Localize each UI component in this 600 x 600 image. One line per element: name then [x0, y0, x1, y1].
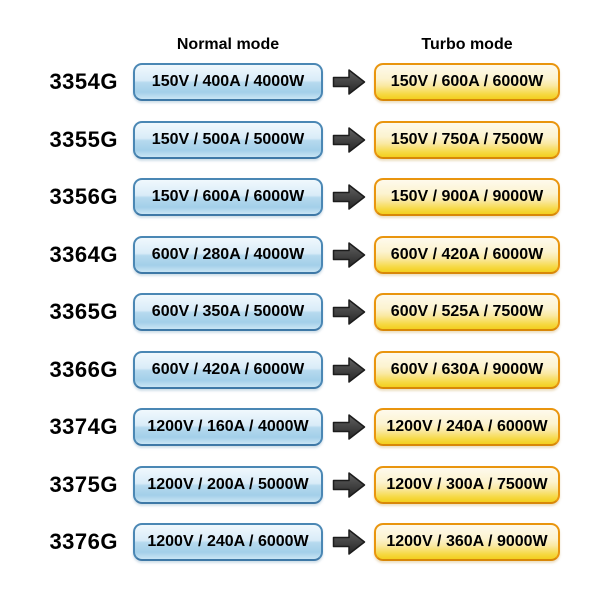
turbo-mode-spec-badge: 1200V / 240A / 6000W — [374, 408, 560, 446]
arrow-right-icon — [332, 471, 366, 498]
turbo-mode-spec-badge: 600V / 630A / 9000W — [374, 350, 560, 389]
normal-mode-spec-badge: 1200V / 160A / 4000W — [133, 408, 323, 446]
model-row: 3376G 1200V / 240A / 6000W 1200V / 360A … — [0, 523, 600, 581]
turbo-mode-spec-badge: 150V / 750A / 7500W — [374, 120, 560, 159]
arrow-right-icon — [332, 69, 366, 95]
model-row: 3364G 600V / 280A / 4000W 600V / 420A / … — [0, 235, 600, 294]
normal-mode-spec-badge: 1200V / 200A / 5000W — [133, 465, 323, 504]
model-row: 3366G 600V / 420A / 6000W 600V / 630A / … — [0, 350, 600, 409]
model-label: 3366G — [49, 356, 118, 382]
arrow-right-icon — [332, 299, 366, 325]
model-label: 3356G — [49, 184, 118, 209]
normal-mode-spec-badge: 1200V / 240A / 6000W — [133, 523, 323, 561]
model-label: 3355G — [49, 126, 118, 152]
turbo-mode-spec-badge: 150V / 600A / 6000W — [374, 63, 560, 101]
normal-mode-spec-badge: 600V / 280A / 4000W — [133, 235, 323, 274]
model-row: 3355G 150V / 500A / 5000W 150V / 750A / … — [0, 120, 600, 179]
model-label: 3365G — [49, 299, 118, 324]
arrow-right-icon — [332, 184, 366, 210]
normal-mode-spec-badge: 600V / 350A / 5000W — [133, 293, 323, 331]
mode-headers: Normal mode Turbo mode — [0, 26, 600, 63]
model-row: 3354G 150V / 400A / 4000W 150V / 600A / … — [0, 63, 600, 121]
turbo-mode-spec-badge: 600V / 525A / 7500W — [374, 293, 560, 331]
model-row: 3356G 150V / 600A / 6000W 150V / 900A / … — [0, 178, 600, 236]
model-row: 3375G 1200V / 200A / 5000W 1200V / 300A … — [0, 465, 600, 524]
normal-mode-spec-badge: 150V / 400A / 4000W — [133, 63, 323, 101]
model-row: 3374G 1200V / 160A / 4000W 1200V / 240A … — [0, 408, 600, 466]
normal-mode-spec-badge: 600V / 420A / 6000W — [133, 350, 323, 389]
turbo-mode-spec-badge: 1200V / 300A / 7500W — [374, 465, 560, 504]
turbo-mode-spec-badge: 1200V / 360A / 9000W — [374, 523, 560, 561]
arrow-right-icon — [332, 529, 366, 555]
turbo-mode-header: Turbo mode — [421, 35, 513, 53]
normal-mode-header: Normal mode — [176, 35, 280, 53]
model-label: 3354G — [49, 69, 118, 94]
arrow-right-icon — [332, 414, 366, 440]
turbo-mode-spec-badge: 150V / 900A / 9000W — [374, 178, 560, 216]
model-label: 3364G — [49, 241, 118, 267]
normal-mode-spec-badge: 150V / 600A / 6000W — [133, 178, 323, 216]
model-label: 3376G — [49, 529, 118, 554]
model-label: 3374G — [49, 414, 118, 439]
arrow-right-icon — [332, 356, 366, 383]
turbo-mode-spec-badge: 600V / 420A / 6000W — [374, 235, 560, 274]
arrow-right-icon — [332, 241, 366, 268]
arrow-right-icon — [332, 126, 366, 153]
model-row: 3365G 600V / 350A / 5000W 600V / 525A / … — [0, 293, 600, 351]
model-label: 3375G — [49, 471, 118, 497]
normal-mode-spec-badge: 150V / 500A / 5000W — [133, 120, 323, 159]
